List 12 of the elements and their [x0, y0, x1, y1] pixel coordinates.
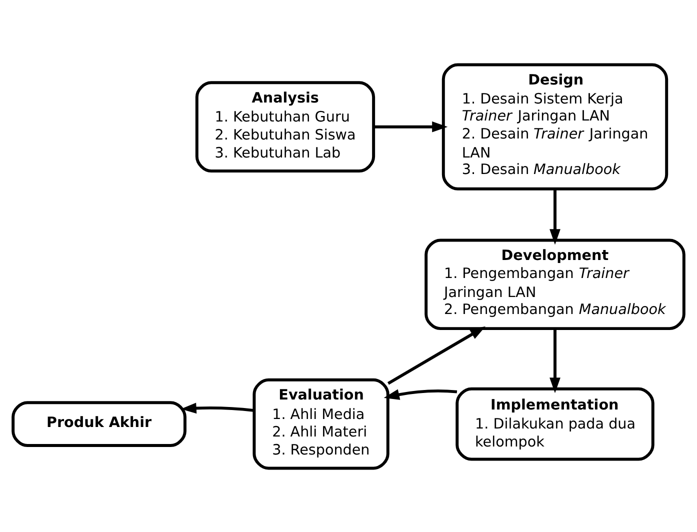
node-box: Design 1. Desain Sistem Kerja Trainer Jaringan LAN 2. Desain Trainer Jaringan LAN 3. Desain Manualbook — [442, 62, 668, 190]
arrow — [180, 402, 254, 414]
node-box: Evaluation 1. Ahli Media 2. Ahli Materi 3. Responden — [252, 378, 390, 470]
node-box: Produk Akhir — [12, 400, 186, 447]
arrow — [374, 120, 448, 132]
arrow — [384, 388, 458, 400]
arrow — [550, 188, 560, 244]
arrow — [387, 326, 486, 384]
node-box: Development 1. Pengembangan Trainer Jaringan LAN 2. Pengembangan Manualbook — [424, 238, 686, 330]
node-box: Implementation 1. Dilakukan pada dua kelompok — [456, 386, 654, 460]
node-box: Analysis 1. Kebutuhan Guru 2. Kebutuhan Siswa 3. Kebutuhan Lab — [195, 80, 376, 172]
arrow — [550, 328, 560, 393]
